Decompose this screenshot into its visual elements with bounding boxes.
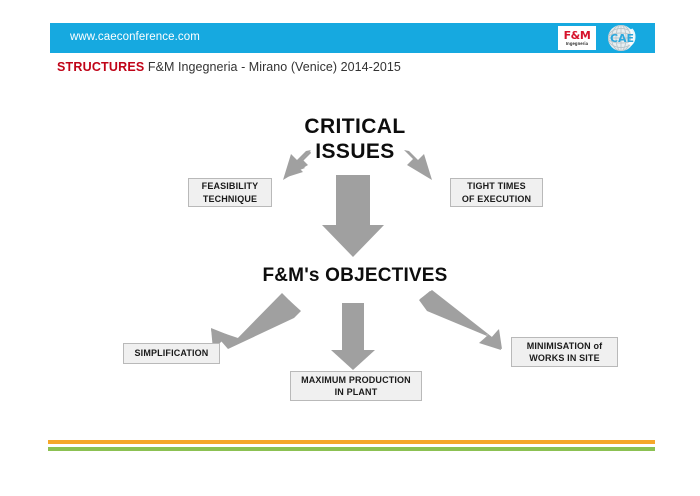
arrow-critical-to-objectives [322,175,384,257]
box-tight-times: TIGHT TIMES OF EXECUTION [450,178,543,207]
fm-logo: F&M Ingegneria [558,26,596,50]
box-tight-line2: OF EXECUTION [461,193,532,204]
critical-issues-title: CRITICAL ISSUES [270,114,440,164]
critical-issues-line2: ISSUES [315,140,395,164]
box-simplification: SIMPLIFICATION [123,343,220,364]
critical-issues-line1: CRITICAL [304,115,406,138]
box-minimisation-line2: WORKS IN SITE [529,353,600,363]
box-simplification-line1: SIMPLIFICATION [134,348,209,359]
fm-logo-text: F&M [563,28,591,42]
footer-bar-green [48,447,655,451]
arrow-to-simplification [211,293,301,350]
box-feasibility-line2: TECHNIQUE [202,193,258,204]
box-feasibility-line1: FEASIBILITY [201,181,259,192]
box-tight-line1: TIGHT TIMES [467,181,526,192]
header-url-text: www.caeconference.com [70,31,200,43]
arrow-to-minimisation [419,290,502,350]
arrow-to-maximum-production [331,303,375,370]
cae-globe-logo: CAE [608,25,636,52]
fm-logo-subtext: Ingegneria [565,40,589,46]
footer-bar-orange [48,440,655,444]
cae-logo-text: CAE [610,32,634,45]
slide-subtitle: STRUCTURES F&M Ingegneria - Mirano (Veni… [57,60,401,74]
box-maxprod-line2: IN PLANT [334,387,378,397]
box-maxprod-line1: MAXIMUM PRODUCTION [301,374,411,385]
subtitle-rest: F&M Ingegneria - Mirano (Venice) 2014-20… [147,60,401,74]
box-minimisation-works: MINIMISATION of WORKS IN SITE [511,337,618,367]
header-bar [50,23,655,53]
box-feasibility-technique: FEASIBILITY TECHNIQUE [188,178,272,207]
box-maximum-production: MAXIMUM PRODUCTION IN PLANT [290,371,422,401]
subtitle-keyword: STRUCTURES [57,60,145,74]
box-minimisation-line1: MINIMISATION of [526,340,603,351]
objectives-title: F&M's OBJECTIVES [262,265,448,286]
